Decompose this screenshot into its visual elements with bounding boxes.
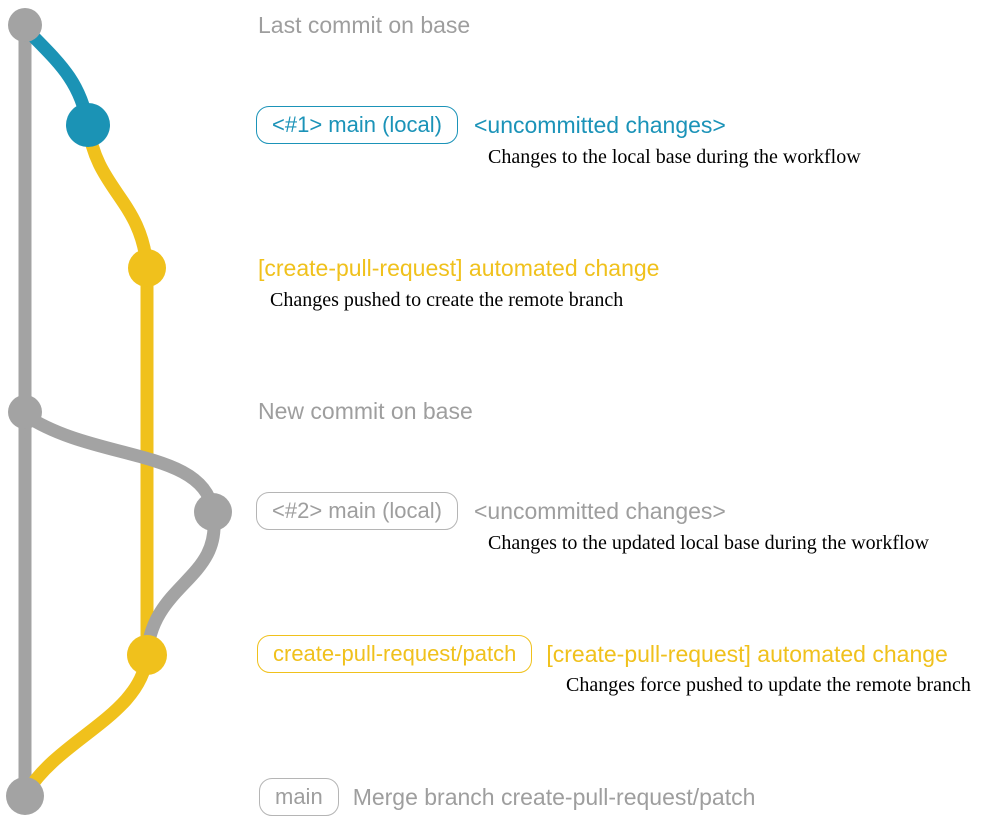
label-last-commit-on-base: Last commit on base xyxy=(258,12,471,38)
edge-local-main-to-patch-commit xyxy=(81,124,154,269)
caption-updated-local-base-changes: Changes to the updated local base during… xyxy=(488,532,929,554)
edge-local-main-2-to-patch-update xyxy=(140,510,221,656)
status-uncommitted-changes-1: <uncommitted changes> xyxy=(473,112,726,138)
commit-node-merge xyxy=(6,777,44,815)
branch-badge-main-local-2: <#2> main (local) xyxy=(256,492,458,530)
status-uncommitted-changes-2: <uncommitted changes> xyxy=(473,498,726,524)
edge-new-base-to-local-main-2 xyxy=(21,409,220,514)
caption-local-base-changes: Changes to the local base during the wor… xyxy=(488,146,861,168)
commit-message-automated-change-1: [create-pull-request] automated change xyxy=(258,255,660,281)
row-local-main-2: <#2> main (local) <uncommitted changes> xyxy=(256,492,726,530)
branch-badge-main-local-1: <#1> main (local) xyxy=(256,106,458,144)
row-local-main-1: <#1> main (local) <uncommitted changes> xyxy=(256,106,726,144)
branch-badge-main: main xyxy=(259,778,339,816)
commit-node-local-main-1 xyxy=(66,103,110,147)
row-merge-main: main Merge branch create-pull-request/pa… xyxy=(259,778,755,816)
commit-node-new-base xyxy=(8,395,42,429)
row-patch-branch: create-pull-request/patch [create-pull-r… xyxy=(257,635,948,673)
commit-message-automated-change-2: [create-pull-request] automated change xyxy=(546,641,948,667)
commit-node-patch-update xyxy=(127,635,167,675)
caption-changes-force-pushed: Changes force pushed to update the remot… xyxy=(566,674,971,696)
label-new-commit-on-base: New commit on base xyxy=(258,398,473,424)
commit-node-last-base xyxy=(8,8,42,42)
commit-node-automated-change xyxy=(128,249,166,287)
branch-badge-create-pull-request-patch: create-pull-request/patch xyxy=(257,635,533,673)
edge-patch-to-merge xyxy=(21,654,154,796)
commit-message-merge-branch: Merge branch create-pull-request/patch xyxy=(352,784,756,810)
caption-changes-pushed: Changes pushed to create the remote bran… xyxy=(270,289,624,311)
commit-node-local-main-2 xyxy=(194,493,232,531)
